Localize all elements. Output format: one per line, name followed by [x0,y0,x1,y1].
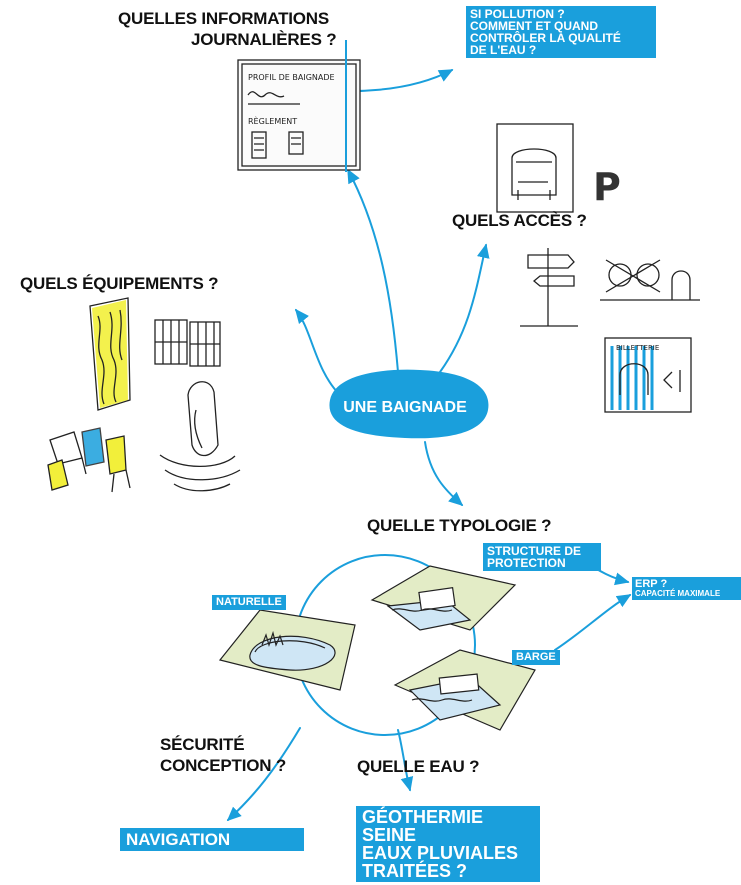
arrow-to-informations [347,168,399,373]
tag-structure-line1: STRUCTURE DE [487,544,582,558]
question-informations: QUELLES INFORMATIONS JOURNALIÈRES ? [118,8,337,50]
tag-eau-types: GÉOTHERMIE SEINE EAUX PLUVIALES TRAITÉES… [356,806,540,882]
typology-protected-sketch [370,565,517,631]
question-eau: QUELLE EAU ? [357,757,480,776]
question-acces: QUELS ACCÈS ? [452,211,587,230]
arrow-to-acces [439,243,490,373]
profil-label: PROFIL DE BAIGNADE [248,73,335,82]
tag-erp-line2: CAPACITÉ MAXIMALE [635,589,721,598]
question-securite-line1: SÉCURITÉ [160,735,245,754]
tag-eau-pluviales: EAUX PLUVIALES [362,843,519,863]
tag-navigation: NAVIGATION [120,828,304,851]
billetterie-label: BILLETTERIE [616,344,659,352]
tag-naturelle: NATURELLE [212,595,286,610]
equipment-sketches [47,297,241,493]
arrow-to-typologie [424,441,464,507]
typology-barge-sketch [393,649,536,731]
tag-erp-line1: ERP ? [635,578,668,590]
question-informations-line2: JOURNALIÈRES ? [191,30,337,49]
question-informations-line1: QUELLES INFORMATIONS [118,9,330,28]
parking-sign: P [593,165,621,209]
tag-eau-geothermie: GÉOTHERMIE [362,807,484,827]
tag-pollution: SI POLLUTION ? COMMENT ET QUAND CONTRÔLE… [466,6,656,58]
center-blob [329,369,489,439]
tag-structure-line2: PROTECTION [487,556,566,570]
question-securite: SÉCURITÉ CONCEPTION ? [160,734,286,776]
center-label: UNE BAIGNADE [343,399,467,416]
locker-yellow-sketch [89,297,131,411]
tag-eau-traitees: TRAITÉES ? [362,861,468,881]
arrow-to-eau [397,729,414,792]
question-securite-line2: CONCEPTION ? [160,756,287,775]
signpost-sketch [520,248,578,327]
bike-sketch [600,259,700,301]
shower-sketch [159,381,241,492]
arrow-barge-to-erp [554,594,632,651]
info-board-sketch: PROFIL DE BAIGNADE RÈGLEMENT [237,40,361,172]
tag-eau-seine: SEINE [362,825,417,845]
tag-pollution-line1: SI POLLUTION ? [470,7,565,21]
tag-barge: BARGE [512,650,560,665]
access-sketches: P BILLETTERIE [496,123,700,413]
question-equipements: QUELS ÉQUIPEMENTS ? [20,274,219,293]
cabinets-sketch [154,319,221,367]
tag-pollution-line2: COMMENT ET QUAND [470,19,598,33]
ticket-office-sketch: BILLETTERIE [604,337,692,413]
reglement-label: RÈGLEMENT [248,115,297,126]
tag-pollution-line3: CONTRÔLER LA QUALITÉ [470,31,621,45]
tag-pollution-line4: DE L'EAU ? [470,43,537,57]
arrow-to-equipements [295,308,341,396]
tag-structure: STRUCTURE DE PROTECTION [483,543,601,571]
arrow-to-navigation [226,727,301,822]
typology-sketches [218,565,536,731]
metro-sign-sketch [496,123,574,213]
chairs-sketch [47,427,131,493]
typology-natural-sketch [218,609,356,691]
question-typologie: QUELLE TYPOLOGIE ? [367,516,552,535]
tag-erp: ERP ? CAPACITÉ MAXIMALE [632,577,741,600]
